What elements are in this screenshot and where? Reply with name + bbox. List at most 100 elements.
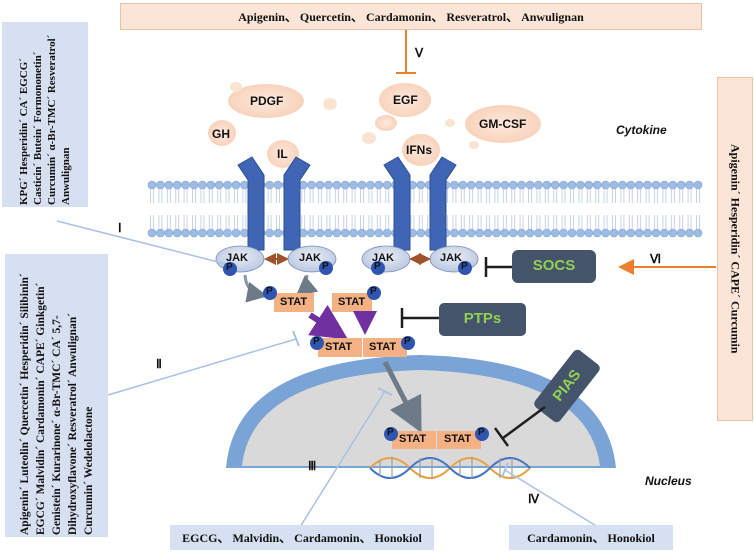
lipid-head xyxy=(324,228,333,238)
lipid-head xyxy=(550,180,560,190)
top-inhibitor-box: Apigenin、 Quercetin、 Cardamonin、 Resvera… xyxy=(120,3,702,30)
lipid-head xyxy=(685,228,694,238)
bottom-right-inhibitor-box: Cardamonin、 Honokiol xyxy=(509,525,673,550)
phosphate-marker xyxy=(401,336,415,350)
lipid-head xyxy=(349,228,358,238)
lipid-head xyxy=(265,228,274,238)
lipid-head xyxy=(559,228,568,238)
lipid-head xyxy=(458,228,468,238)
lipid-head xyxy=(508,180,518,190)
ptps-label: PTPs xyxy=(463,310,502,327)
jak-label: JAK xyxy=(372,252,395,264)
lipid-head xyxy=(576,180,585,190)
phosphate-marker xyxy=(475,427,489,441)
lipid-head xyxy=(525,180,535,190)
lipid-head xyxy=(534,180,543,190)
lipid-head xyxy=(181,180,190,190)
lipid-head xyxy=(181,228,190,238)
lipid-head xyxy=(634,180,644,190)
lipid-head xyxy=(693,228,703,238)
receptor-left xyxy=(237,156,311,251)
bottom-left-inhibitor-text: EGCG、 Malvidin、 Cardamonin、 Honokiol xyxy=(182,531,422,545)
bottom-right-inhibitor-text: Cardamonin、 Honokiol xyxy=(527,531,655,545)
lipid-head xyxy=(517,228,526,238)
lipid-head xyxy=(416,228,426,238)
stat-label: STAT xyxy=(399,433,427,445)
lipid-head xyxy=(693,180,703,190)
lipid-head xyxy=(357,228,367,238)
lipid-head xyxy=(349,180,358,190)
lipid-head xyxy=(592,228,602,238)
lipid-head xyxy=(189,180,199,190)
lipid-head xyxy=(618,180,627,190)
lipid-head xyxy=(147,228,157,238)
left-bottom-inhibitor-box: Apigeninˊ Luteolinˊ Quercetinˊ Hesperidi… xyxy=(5,254,108,537)
cell-membrane xyxy=(147,180,703,238)
jak-label: JAK xyxy=(440,252,463,264)
lipid-head xyxy=(483,228,493,238)
label-iii: Ⅲ xyxy=(308,459,317,473)
lipid-head xyxy=(231,228,241,238)
lipid-head xyxy=(576,228,585,238)
lipid-head xyxy=(668,228,678,238)
label-pdgf: PDGF xyxy=(250,94,284,108)
lipid-head xyxy=(534,228,543,238)
lipid-head xyxy=(550,228,560,238)
phosphate-marker xyxy=(371,261,385,275)
phosphate-marker xyxy=(310,336,324,350)
label-ifns: IFNs xyxy=(406,143,433,157)
stat-label: STAT xyxy=(280,296,308,308)
lipid-head xyxy=(500,228,510,238)
phospho-group xyxy=(223,261,489,441)
phosphate-label: P xyxy=(374,261,381,272)
stat-dimer-cytoplasm xyxy=(318,338,407,357)
lipid-head xyxy=(198,180,207,190)
label-i: Ⅰ xyxy=(118,221,122,235)
label-ii: Ⅱ xyxy=(156,357,162,371)
lipid-head xyxy=(164,180,174,190)
jak-label: JAK xyxy=(299,252,322,264)
phosphate-marker xyxy=(223,262,237,276)
lipid-head xyxy=(567,180,577,190)
phosphate-marker xyxy=(319,261,333,275)
stat-label: STAT xyxy=(369,341,397,353)
lipid-head xyxy=(651,228,661,238)
lipid-head xyxy=(592,180,602,190)
phosphate-marker xyxy=(367,286,381,300)
lipid-head xyxy=(164,228,174,238)
lipid-head xyxy=(147,180,157,190)
lipid-head xyxy=(214,180,224,190)
phosphate-marker xyxy=(384,427,398,441)
lipid-head xyxy=(265,180,274,190)
lipid-head xyxy=(382,180,392,190)
label-iv: Ⅳ xyxy=(528,492,540,506)
label-egf: EGF xyxy=(393,93,418,107)
phosphorylation-arrows xyxy=(243,274,319,303)
lipid-head xyxy=(189,228,199,238)
phosphate-label: P xyxy=(404,336,411,347)
lipid-head xyxy=(475,228,484,238)
stat-label: STAT xyxy=(444,433,472,445)
label-nucleus: Nucleus xyxy=(645,474,692,488)
lipid-head xyxy=(315,180,325,190)
phosphate-label: P xyxy=(370,286,377,297)
lipid-head xyxy=(206,228,216,238)
bottom-left-inhibitor-box: EGCG、 Malvidin、 Cardamonin、 Honokiol xyxy=(170,525,434,550)
lipid-head xyxy=(483,180,493,190)
right-inhibitor-text: Apigeninˊ Hesperidinˊ CAPEˊ Curcumin xyxy=(728,144,743,354)
pias-box xyxy=(493,349,600,447)
socs-box xyxy=(484,250,596,283)
label-cytokine: Cytokine xyxy=(616,123,667,137)
lipid-head xyxy=(609,228,619,238)
lipid-head xyxy=(660,180,669,190)
lipid-head xyxy=(685,180,694,190)
lipid-head xyxy=(324,180,333,190)
top-inhibitor-text: Apigenin、 Quercetin、 Cardamonin、 Resvera… xyxy=(238,10,584,24)
lipid-head xyxy=(626,228,636,238)
lipid-head xyxy=(206,180,216,190)
label-gm-csf: GM-CSF xyxy=(479,117,527,131)
lipid-head xyxy=(307,180,316,190)
lipid-head xyxy=(357,180,367,190)
phosphate-label: P xyxy=(313,336,320,347)
label-gh: GH xyxy=(212,127,230,141)
